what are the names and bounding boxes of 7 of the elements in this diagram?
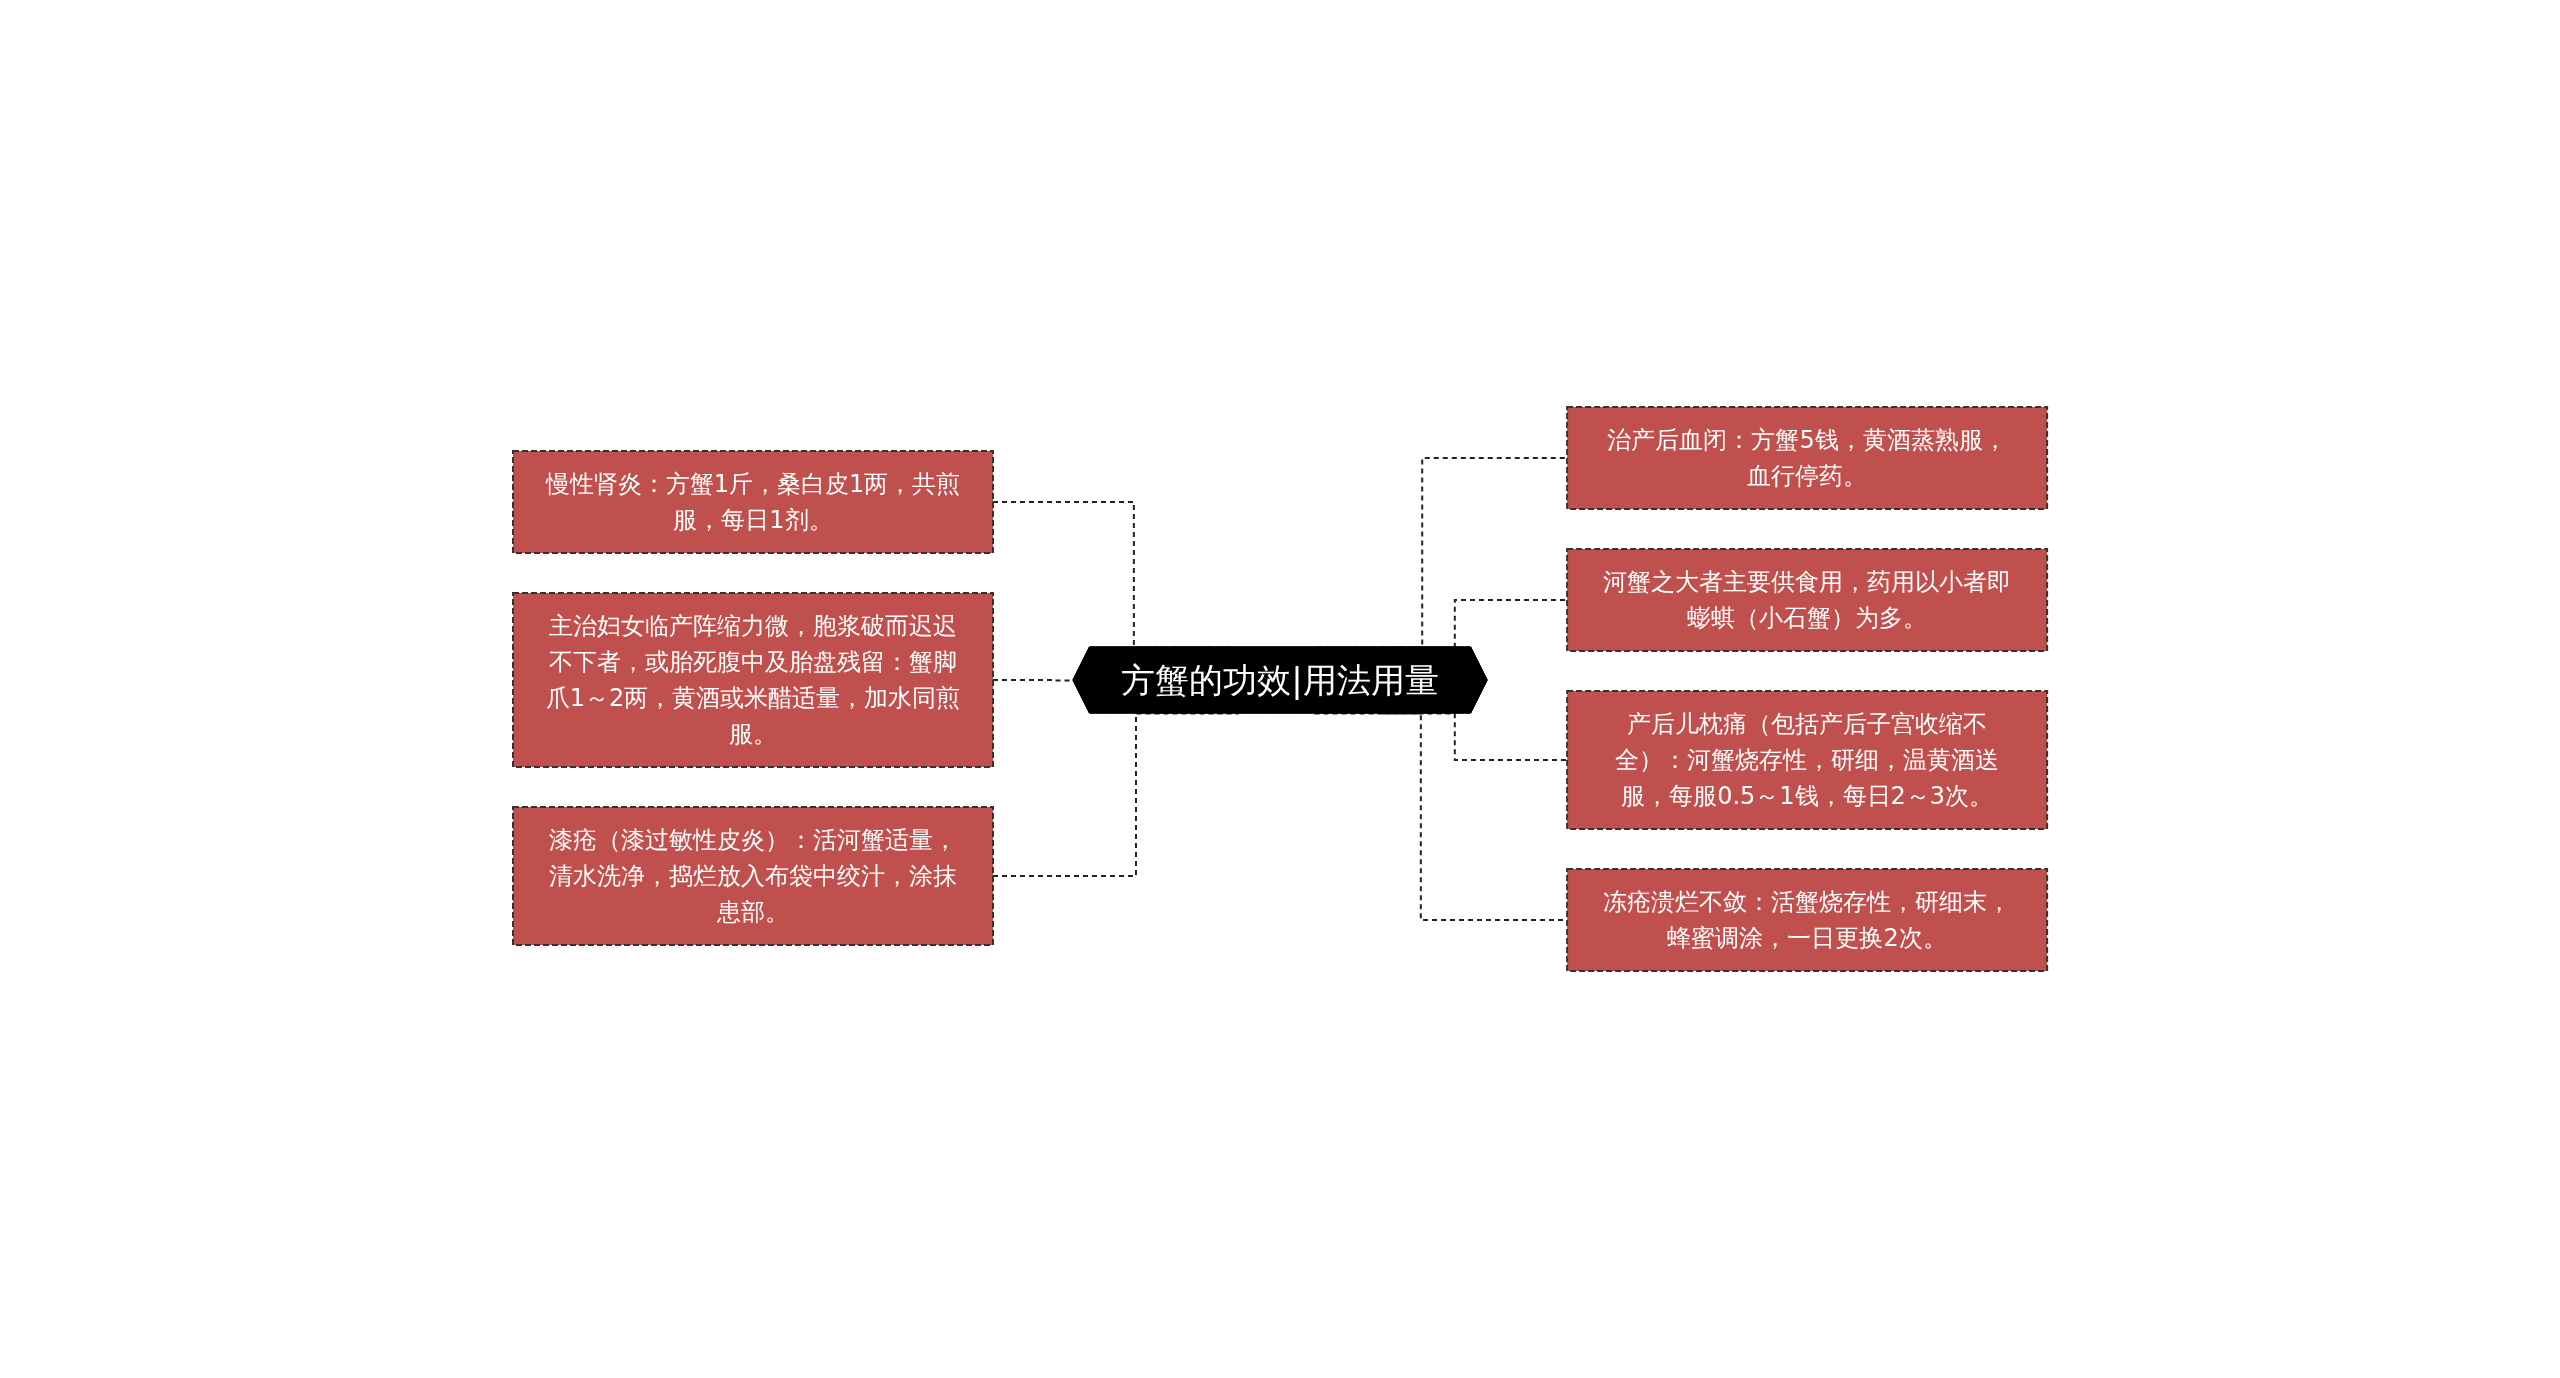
node-box: 主治妇女临产阵缩力微，胞浆破而迟迟不下者，或胎死腹中及胎盘残留：蟹脚爪1～2两，黄酒或米醋适量，加水同煎服。 [511,592,994,768]
node-box: 产后儿枕痛（包括产后子宫收缩不全）：河蟹烧存性，研细，温黄酒送服，每服0.5～1钱，每日2～3次。 [1566,690,2049,830]
node-box: 冻疮溃烂不敛：活蟹烧存性，研细末，蜂蜜调涂，一日更换2次。 [1566,868,2049,972]
node-box: 河蟹之大者主要供食用，药用以小者即蟛蜞（小石蟹）为多。 [1566,548,2049,652]
node-box: 漆疮（漆过敏性皮炎）：活河蟹适量，清水洗净，捣烂放入布袋中绞汁，涂抹患部。 [511,806,994,946]
node-box: 治产后血闭：方蟹5钱，黄酒蒸熟服，血行停药。 [1566,406,2049,510]
node-box: 慢性肾炎：方蟹1斤，桑白皮1两，共煎服，每日1剂。 [511,450,994,554]
